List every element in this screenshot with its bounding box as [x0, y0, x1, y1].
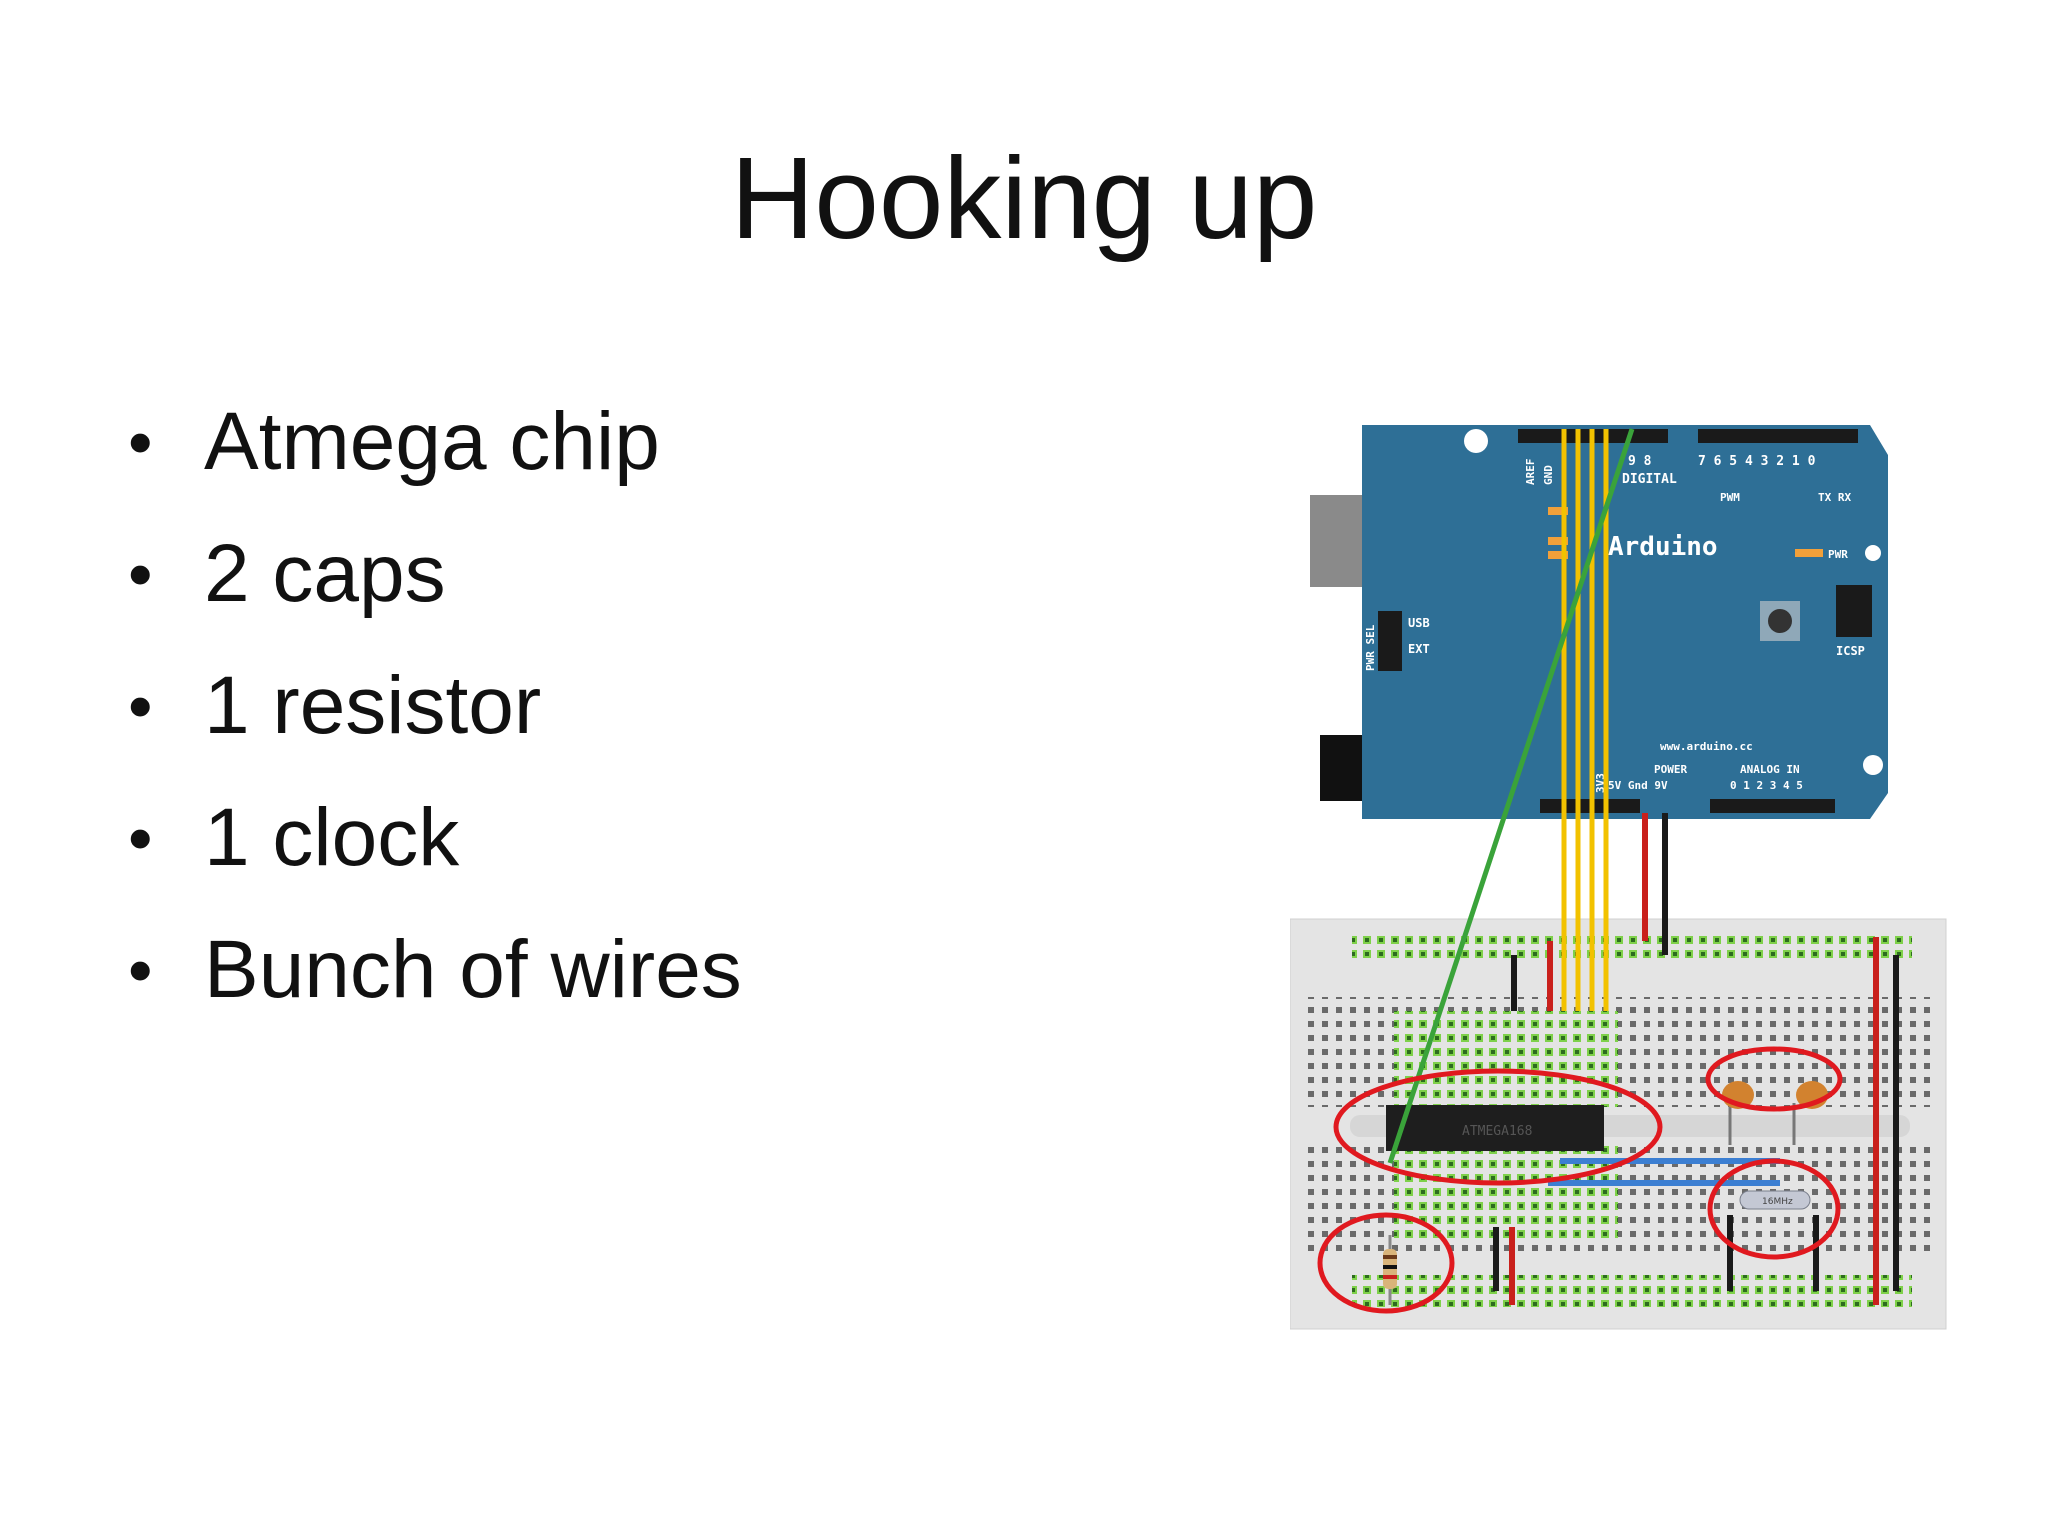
label-analog-pins: 0 1 2 3 4 5 [1730, 779, 1803, 792]
label-gnd: GND [1542, 465, 1555, 485]
analog-header [1710, 799, 1835, 813]
bullet-dot-icon: • [128, 799, 153, 877]
icsp-header [1836, 585, 1872, 637]
label-analog-in: ANALOG IN [1740, 763, 1800, 776]
bullet-list: •Atmega chip •2 caps •1 resistor •1 cloc… [118, 376, 742, 1036]
board-brand: Arduino [1608, 532, 1718, 562]
label-pwm: PWM [1720, 491, 1740, 504]
highlight-circles [1317, 1046, 1843, 1314]
mount-hole [1863, 755, 1883, 775]
label-txrx: TX RX [1818, 491, 1851, 504]
label-power: POWER [1654, 763, 1687, 776]
wire-green [1387, 428, 1635, 1164]
label-digital: DIGITAL [1622, 472, 1677, 487]
pwr-led [1795, 549, 1823, 557]
label-digital-pins: 7 6 5 4 3 2 1 0 [1698, 454, 1816, 469]
atmega-chip: ATMEGA168 [1386, 1105, 1604, 1151]
active-columns-top [1394, 1011, 1618, 1107]
bullet-item: •Bunch of wires [118, 904, 742, 1036]
crystal-clock: 16MHz [1739, 1190, 1811, 1210]
arduino-board: Arduino DIGITAL 7 6 5 4 3 2 1 0 9 8 PWM … [1310, 425, 1888, 819]
bullet-item: •1 clock [118, 772, 742, 904]
board-pcb [1362, 425, 1888, 819]
mount-hole [1464, 429, 1488, 453]
reset-button-cap [1768, 609, 1792, 633]
highlight-chip [1333, 1068, 1663, 1186]
digital-header-right [1698, 429, 1858, 443]
bullet-dot-icon: • [128, 667, 153, 745]
mount-hole [1865, 545, 1881, 561]
label-pwr-sel: PWR SEL [1364, 624, 1377, 671]
slide-title: Hooking up [730, 133, 1318, 263]
bullet-dot-icon: • [128, 931, 153, 1009]
highlight-crystal [1707, 1158, 1841, 1260]
led-l [1548, 507, 1568, 515]
bullet-dot-icon: • [128, 535, 153, 613]
crystal-label: 16MHz [1762, 1197, 1793, 1207]
chip-label: ATMEGA168 [1462, 1124, 1532, 1139]
resistor [1383, 1235, 1397, 1305]
label-icsp: ICSP [1836, 644, 1865, 658]
led-tx [1548, 537, 1568, 545]
label-aref: AREF [1524, 459, 1537, 486]
label-website: www.arduino.cc [1660, 740, 1753, 753]
label-pwr: PWR [1828, 548, 1848, 561]
bullet-dot-icon: • [128, 403, 153, 481]
label-usb: USB [1408, 616, 1430, 630]
highlight-resistor [1317, 1212, 1455, 1314]
power-rail-bottom [1352, 1275, 1912, 1307]
wires [1387, 428, 1899, 1305]
highlight-caps [1705, 1046, 1843, 1112]
label-ext: EXT [1408, 642, 1430, 656]
arduino-breadboard-diagram: Arduino DIGITAL 7 6 5 4 3 2 1 0 9 8 PWM … [1290, 425, 1947, 1330]
bullet-item: •2 caps [118, 508, 742, 640]
led-rx [1548, 551, 1568, 559]
label-power-pins: 5V Gnd 9V [1608, 779, 1668, 792]
breadboard [1290, 918, 1947, 1330]
bullet-item: •1 resistor [118, 640, 742, 772]
pwr-sel-jumper [1378, 611, 1402, 671]
bullet-item: •Atmega chip [118, 376, 742, 508]
label-digital-pins-left: 9 8 [1628, 454, 1652, 469]
power-rail-top [1352, 931, 1912, 963]
